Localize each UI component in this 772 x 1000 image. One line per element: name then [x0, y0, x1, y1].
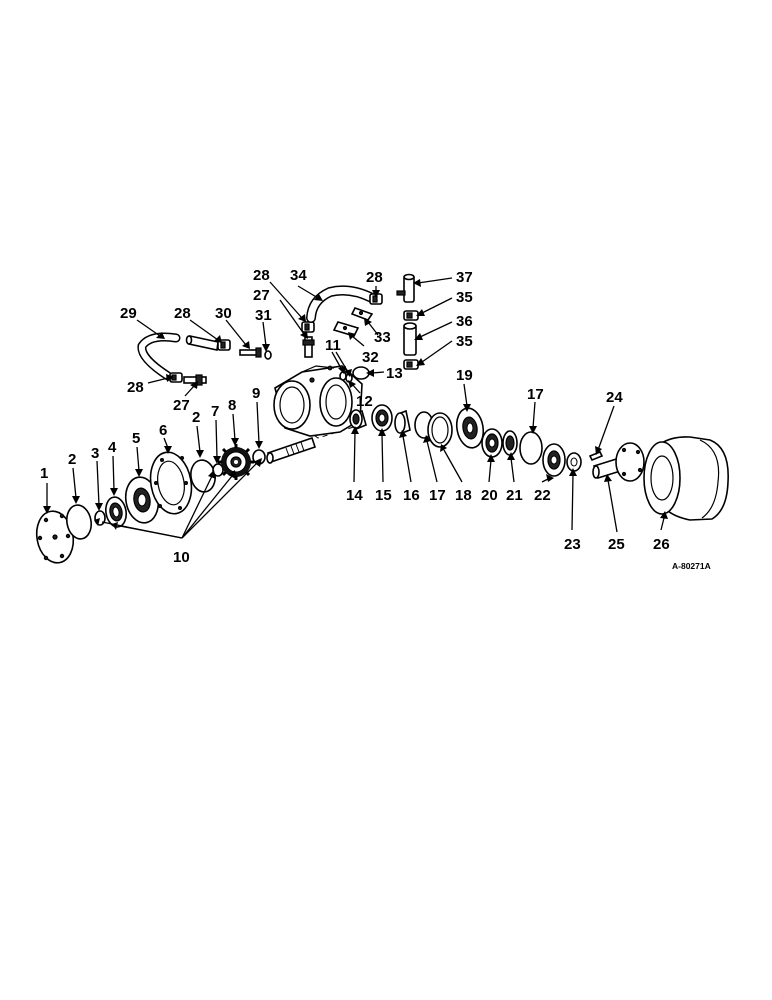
- callout-10: 10: [173, 549, 190, 566]
- part-37-breather: [396, 273, 415, 303]
- callout-7: 7: [211, 403, 219, 420]
- part-8-gear: [218, 444, 254, 480]
- callout-30: 30: [215, 305, 232, 322]
- callout-36: 36: [456, 313, 473, 330]
- callout-21: 21: [506, 487, 523, 504]
- part-18-ring: [427, 412, 453, 448]
- callout-1: 1: [40, 465, 48, 482]
- part-11-plug: [339, 371, 347, 381]
- part-33-bracket: [350, 307, 374, 321]
- callout-5: 5: [132, 430, 140, 447]
- callout-14: 14: [346, 487, 363, 504]
- callout-28-second: 28: [174, 305, 191, 322]
- callout-3: 3: [91, 445, 99, 462]
- part-21-ring: [502, 430, 518, 456]
- callout-27: 27: [173, 397, 190, 414]
- callout-8: 8: [228, 397, 236, 414]
- callout-13: 13: [386, 365, 403, 382]
- callout-6: 6: [159, 422, 167, 439]
- callout-15: 15: [375, 487, 392, 504]
- part-25-axle: [592, 442, 645, 482]
- part-4-bearing: [105, 496, 127, 528]
- part-27-fitting-top: [302, 336, 315, 358]
- part-36-tube: [403, 322, 417, 356]
- alignment-line-shaft: [299, 424, 361, 439]
- callout-4: 4: [108, 439, 117, 456]
- callout-2: 2: [68, 451, 76, 468]
- callout-29: 29: [120, 305, 137, 322]
- part-6-gasket: [149, 451, 193, 515]
- part-22-hub: [542, 443, 566, 477]
- callout-37: 37: [456, 269, 473, 286]
- callout-31: 31: [255, 307, 272, 324]
- part-17-gasket-right: [519, 431, 543, 465]
- callout-35: 35: [456, 289, 473, 306]
- callout-25: 25: [608, 536, 625, 553]
- callout-11: 11: [325, 337, 341, 354]
- callout-16: 16: [403, 487, 420, 504]
- callout-33: 33: [374, 329, 391, 346]
- callout-22: 22: [534, 487, 551, 504]
- part-23-washer: [566, 452, 582, 472]
- callout-20: 20: [481, 487, 498, 504]
- part-31-oring: [264, 350, 272, 360]
- part-35-clamp-lower: [403, 359, 419, 370]
- callout-32: 32: [362, 349, 379, 366]
- callout-24: 24: [606, 389, 623, 406]
- part-2-gasket-left: [66, 504, 92, 540]
- part-29-hose: [137, 332, 181, 381]
- callout-19: 19: [456, 367, 473, 384]
- callout-2-second: 2: [192, 409, 200, 426]
- part-26-tire: [643, 436, 729, 521]
- part-7-nut: [212, 463, 224, 477]
- part-16-spacer: [394, 409, 411, 435]
- callout-28: 28: [127, 379, 144, 396]
- reference-code: A-80271A: [672, 561, 711, 571]
- callout-18: 18: [455, 487, 472, 504]
- callout-35-second: 35: [456, 333, 473, 350]
- callout-28-third: 28: [253, 267, 270, 284]
- part-35-clamp-upper: [403, 310, 419, 321]
- part-20-bearing: [481, 428, 503, 458]
- callout-12: 12: [356, 393, 373, 410]
- callout-23: 23: [564, 536, 581, 553]
- part-30-bolt: [239, 347, 262, 358]
- part-drive-shaft: [266, 436, 317, 464]
- part-28-hose-section: [185, 335, 219, 351]
- part-34-hose: [306, 285, 377, 323]
- callout-labels: 1 2 3 4 5 6 2 7 8 9 10 11 12 13 14 15 16…: [40, 267, 711, 571]
- callout-34: 34: [290, 267, 307, 284]
- part-main-housing: [273, 365, 363, 437]
- part-15-bearing: [371, 404, 393, 432]
- callout-28-fourth: 28: [366, 269, 383, 286]
- callout-17: 17: [429, 487, 446, 504]
- callout-9: 9: [252, 385, 260, 402]
- part-28-clamp-top-left: [301, 321, 315, 333]
- callout-27-second: 27: [253, 287, 270, 304]
- callout-17-second: 17: [527, 386, 544, 403]
- leader-lines: [43, 277, 668, 539]
- callout-26: 26: [653, 536, 670, 553]
- part-14-seal: [349, 409, 367, 431]
